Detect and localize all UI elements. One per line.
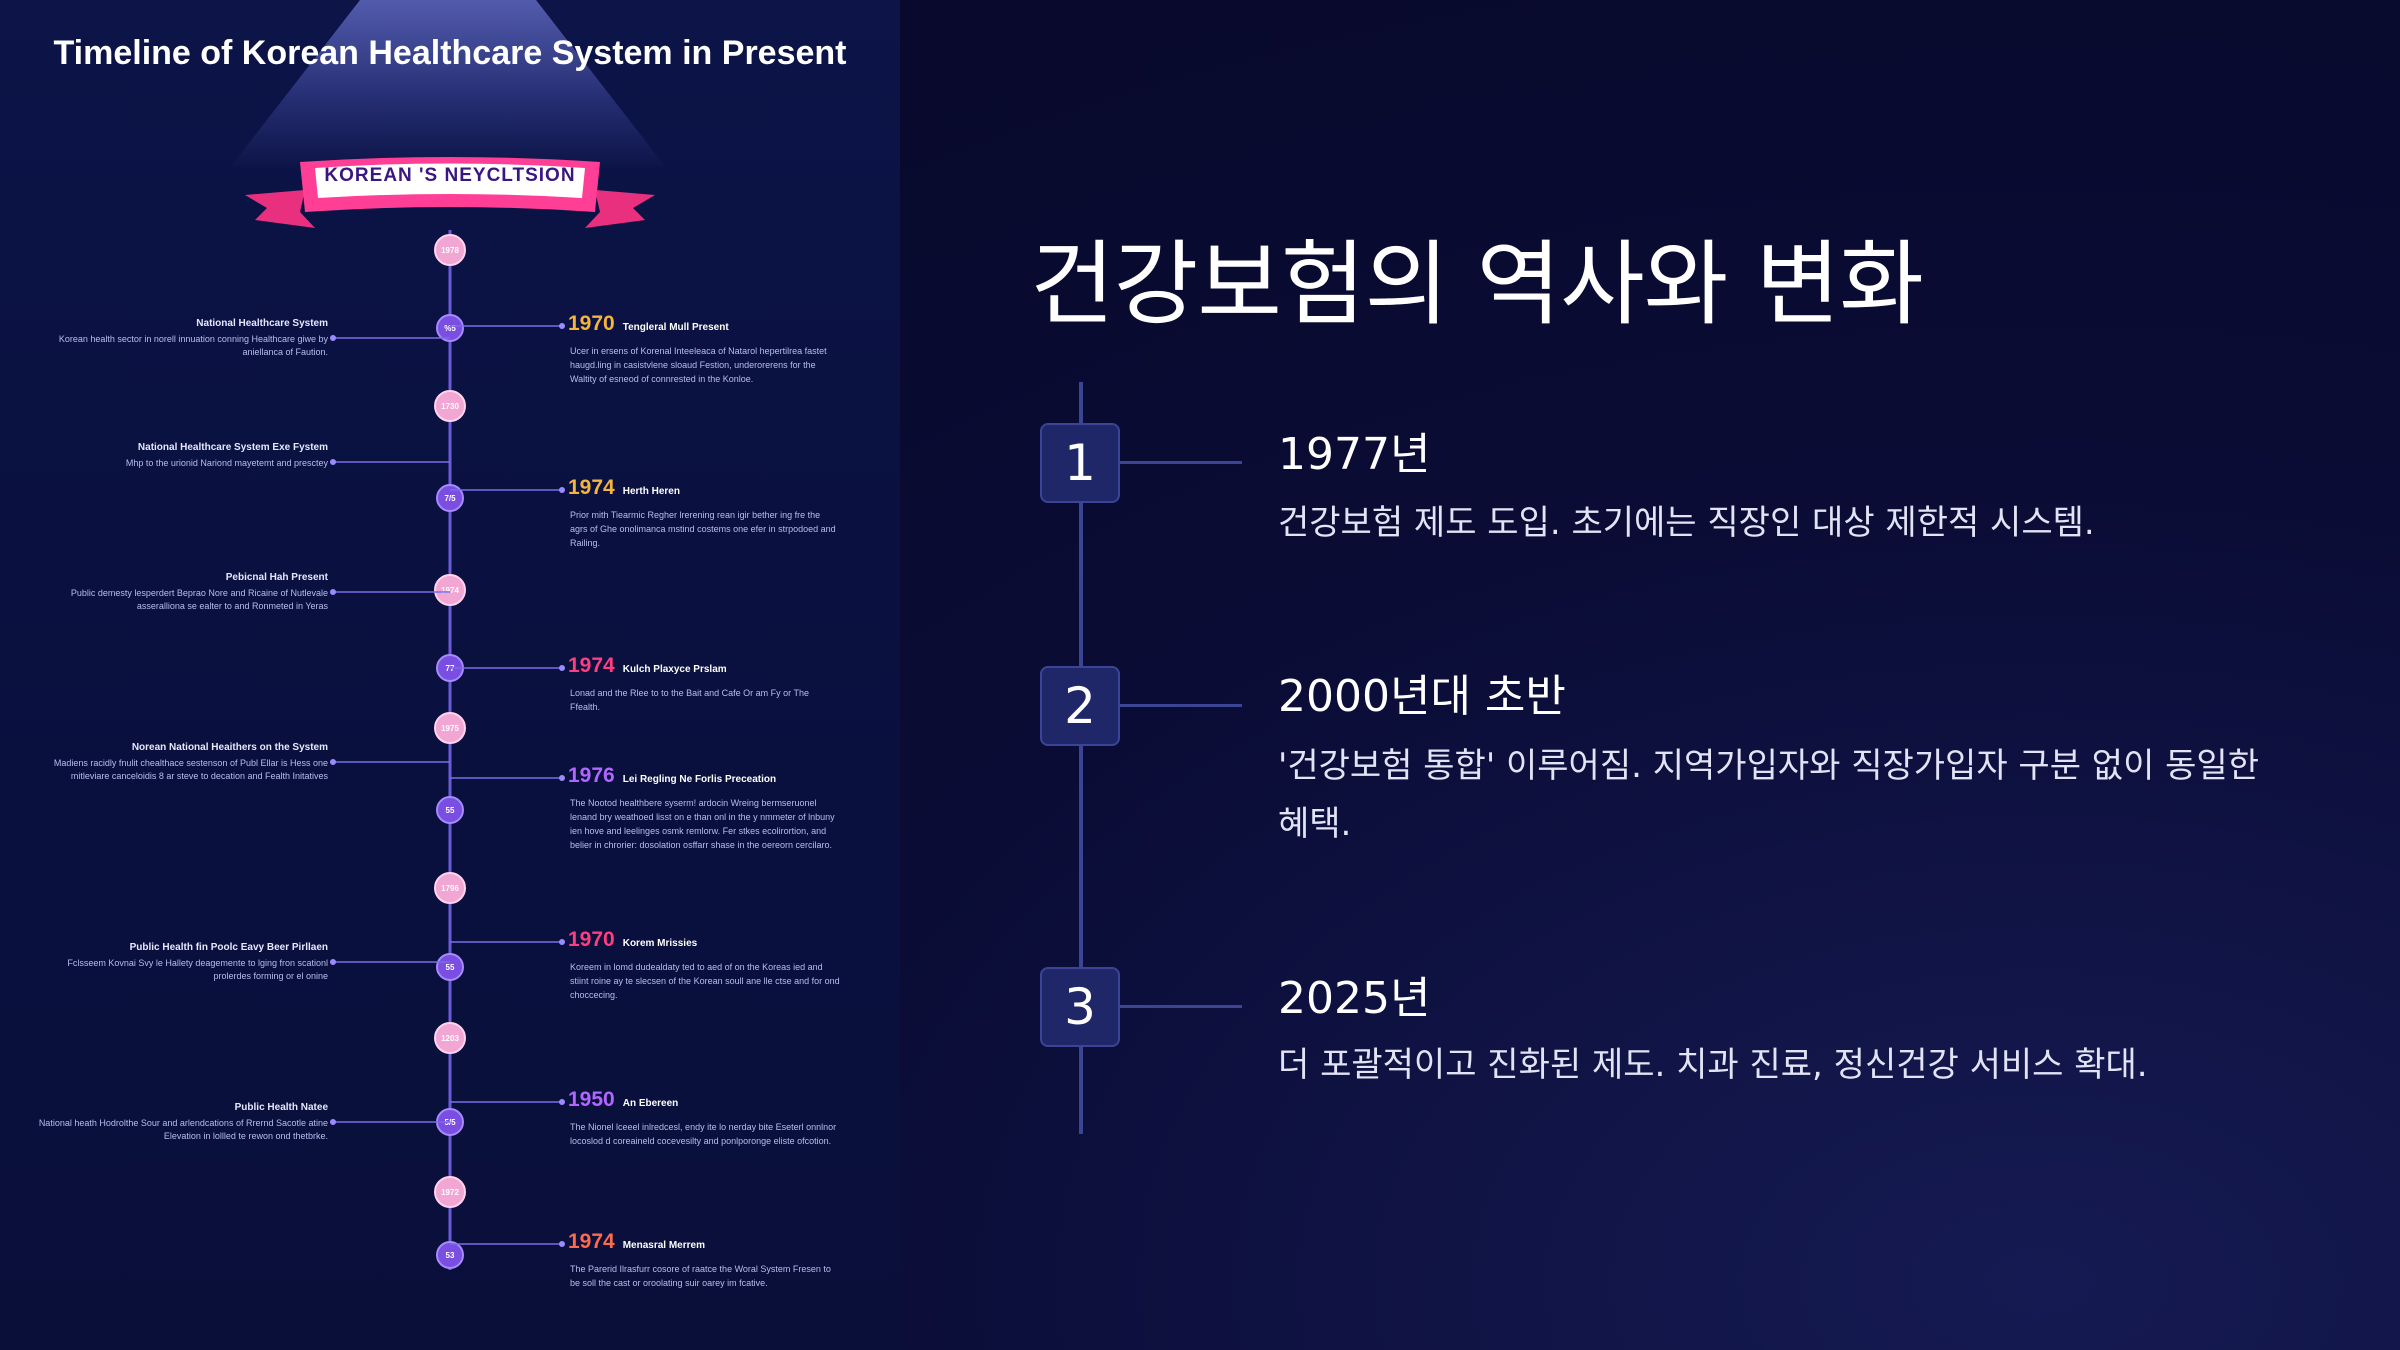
connector-dot <box>559 1241 565 1247</box>
timeline-badge: 3 <box>1040 967 1120 1047</box>
right-entry-heading: 1970 Korem Mrissies <box>568 928 697 952</box>
slide-title: 건강보험의 역사와 변화 <box>1030 231 1924 338</box>
left-entry-body: Public demesty lesperdert Beprao Nore an… <box>70 588 328 611</box>
timeline-node: 1972 <box>434 1176 466 1208</box>
ribbon-label: KOREAN 'S NEYCLTSION <box>324 165 576 186</box>
right-entry-head: Herth Heren <box>622 486 680 497</box>
timeline-node: 1975 <box>434 712 466 744</box>
connector-dot <box>330 759 336 765</box>
node-label: 5/5 <box>444 1118 456 1127</box>
timeline-year: 1977년 <box>1278 429 1431 480</box>
timeline-node: 55 <box>436 796 464 824</box>
right-entry-head: Tengleral Mull Present <box>622 322 729 333</box>
node-label: 1975 <box>441 724 459 733</box>
right-entry-heading: 1974 Herth Heren <box>568 476 680 500</box>
left-entry-body: National heath Hodrolthe Sour and arlend… <box>38 1118 328 1141</box>
timeline-description: 건강보험 제도 도입. 초기에는 직장인 대상 제한적 시스템. <box>1278 503 2095 543</box>
timeline-node: 55 <box>436 953 464 981</box>
node-label: 1203 <box>441 1034 459 1043</box>
timeline-year: 2025년 <box>1278 973 1431 1024</box>
right-entry-body: Prior mith Tiearmic Regher lrerening rea… <box>570 510 836 548</box>
right-entry-head: Lei Regling Ne Forlis Preceation <box>622 774 777 785</box>
node-label: %5 <box>444 324 456 333</box>
right-entry-body: Lonad and the Rlee to to the Bait and Ca… <box>570 688 809 712</box>
node-label: 1972 <box>441 1188 459 1197</box>
connector-dot <box>559 487 565 493</box>
left-entry-title: Public Health Natee <box>234 1102 328 1113</box>
connector-dot <box>559 665 565 671</box>
right-entry-year: 1970 <box>568 312 615 335</box>
left-entry-title: Pebicnal Hah Present <box>225 572 328 583</box>
left-entry-body: Korean health sector in norell innuation… <box>58 334 328 357</box>
left-entry-title: National Healthcare System <box>196 318 328 329</box>
connector-dot <box>330 959 336 965</box>
node-label: 1730 <box>441 402 459 411</box>
timeline-badge: 1 <box>1040 423 1120 503</box>
right-entry-head: Menasral Merrem <box>622 1240 705 1251</box>
right-entry-heading: 1950 An Ebereen <box>568 1088 678 1112</box>
connector-line <box>1120 461 1242 464</box>
node-label: 55 <box>446 806 455 815</box>
right-entry-year: 1974 <box>568 654 615 677</box>
ribbon-banner <box>245 157 655 228</box>
timeline-node: 1203 <box>434 1022 466 1054</box>
timeline-description: '건강보험 통합' 이루어짐. 지역가입자와 직장가입자 구분 없이 동일한 혜… <box>1278 746 2259 844</box>
right-entry-head: An Ebereen <box>622 1098 679 1109</box>
connector-dot <box>559 323 565 329</box>
left-entry-title: Public Health fin Poolc Eavy Beer Pirlla… <box>129 942 328 953</box>
right-entry-year: 1974 <box>568 476 615 499</box>
timeline-node: 1730 <box>434 390 466 422</box>
connector-dot <box>330 1119 336 1125</box>
left-entry-body: Madiens racidly fnulit chealthace sesten… <box>53 758 328 781</box>
timeline-node: %5 <box>436 314 464 342</box>
node-label: 1978 <box>441 246 459 255</box>
timeline-description: 더 포괄적이고 진화된 제도. 치과 진료, 정신건강 서비스 확대. <box>1278 1045 2148 1085</box>
connector-line <box>1120 704 1242 707</box>
connector-line <box>1120 1005 1242 1008</box>
right-entry-heading: 1974 Menasral Merrem <box>568 1230 705 1254</box>
right-entry-year: 1970 <box>568 928 615 951</box>
right-entry-body: Ucer in ersens of Korenal Inteeleaca of … <box>570 346 827 384</box>
right-entry-year: 1974 <box>568 1230 615 1253</box>
connector-dot <box>559 1099 565 1105</box>
node-label: 7/5 <box>444 494 456 503</box>
left-entry-title: Norean National Heaithers on the System <box>131 742 328 753</box>
healthcare-timeline-infographic: Timeline of Korean Healthcare System in … <box>0 0 900 1350</box>
right-entry-year: 1976 <box>568 764 615 787</box>
infographic-title: Timeline of Korean Healthcare System in … <box>53 34 847 72</box>
right-entry-body: The Parerid Ilrasfurr cosore of raatce t… <box>570 1264 831 1288</box>
node-label: 1796 <box>441 884 459 893</box>
connector-dot <box>559 775 565 781</box>
timeline-year: 2000년대 초반 <box>1278 671 1566 722</box>
connector-dot <box>330 459 336 465</box>
right-entry-head: Korem Mrissies <box>622 938 698 949</box>
left-entry-title: National Healthcare System Exe Fystem <box>137 442 328 453</box>
right-entry-heading: 1976 Lei Regling Ne Forlis Preceation <box>568 764 776 788</box>
node-label: 1974 <box>441 586 459 595</box>
timeline-node: 53 <box>436 1241 464 1269</box>
timeline-vertical-line <box>1079 382 1083 1134</box>
connector-dot <box>330 589 336 595</box>
right-entry-body: The Nionel lceeel inlredcesl, endy ite l… <box>570 1122 837 1146</box>
right-entry-head: Kulch Plaxyce Prslam <box>622 664 727 675</box>
timeline-node: 1796 <box>434 872 466 904</box>
node-label: 53 <box>446 1251 455 1260</box>
left-entry-body: Fclsseem Kovnai Svy le Hallety deagement… <box>67 958 328 981</box>
timeline-badge: 2 <box>1040 666 1120 746</box>
right-entry-heading: 1974 Kulch Plaxyce Prslam <box>568 654 727 678</box>
left-entry-body: Mhp to the urionid Nariond mayetemt and … <box>125 458 328 468</box>
connector-dot <box>559 939 565 945</box>
timeline-node: 1978 <box>434 234 466 266</box>
right-entry-body: The Nootod healthbere syserm! ardocin Wr… <box>570 798 835 850</box>
right-entry-body: Koreem in lomd dudealdaty ted to aed of … <box>570 962 840 1000</box>
timeline-graphic: 1978%517307/519747719755517965512035/519… <box>330 230 565 1270</box>
right-entry-heading: 1970 Tengleral Mull Present <box>568 312 729 336</box>
timeline-node: 7/5 <box>436 484 464 512</box>
node-label: 55 <box>446 963 455 972</box>
timeline-node: 1974 <box>434 574 466 606</box>
connector-dot <box>330 335 336 341</box>
right-entry-year: 1950 <box>568 1088 615 1111</box>
